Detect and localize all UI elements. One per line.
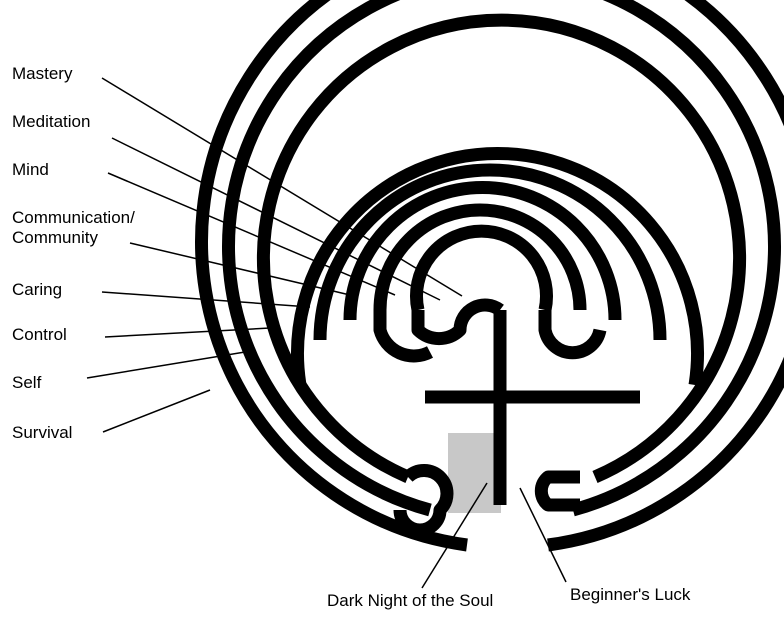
label-mind: Mind bbox=[12, 160, 49, 180]
label-dark-night: Dark Night of the Soul bbox=[327, 591, 493, 611]
label-self: Self bbox=[12, 373, 41, 393]
label-mastery: Mastery bbox=[12, 64, 72, 84]
label-meditation: Meditation bbox=[12, 112, 90, 132]
labyrinth-inner-hook-right bbox=[545, 310, 600, 353]
label-survival: Survival bbox=[12, 423, 72, 443]
label-caring: Caring bbox=[12, 280, 62, 300]
labyrinth-inner-hook-left bbox=[418, 305, 500, 339]
label-communication: Communication/ Community bbox=[12, 208, 135, 248]
label-control: Control bbox=[12, 325, 67, 345]
pointer-survival bbox=[103, 390, 210, 432]
labyrinth-entrance-hook-right bbox=[541, 477, 580, 505]
label-beginners-luck: Beginner's Luck bbox=[570, 585, 690, 605]
dark-night-highlight bbox=[448, 433, 501, 513]
